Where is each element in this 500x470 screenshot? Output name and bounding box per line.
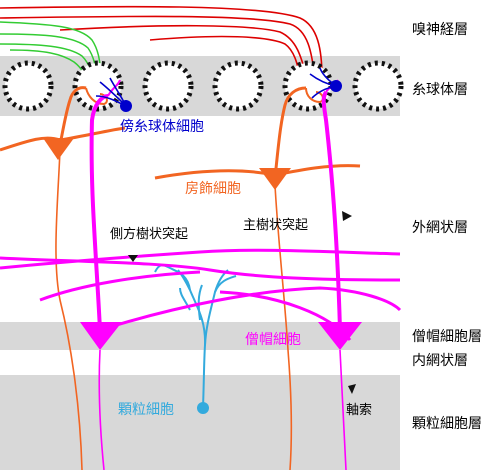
tufted-cell-body-1 xyxy=(43,138,74,160)
primary-dendrite-arrow xyxy=(342,211,352,221)
granule-cell-body xyxy=(197,402,209,414)
label-periglomerular-cell: 傍糸球体細胞 xyxy=(120,118,204,135)
label-olfactory-nerve-layer: 嗅神経層 xyxy=(412,22,468,38)
mitral-cell-body-2 xyxy=(318,322,362,350)
tufted-cell-body-2 xyxy=(259,168,291,190)
lateral-dendrite-arrow xyxy=(128,255,138,262)
label-tufted-cell: 房飾細胞 xyxy=(185,181,241,197)
label-granule-cell-layer: 顆粒細胞層 xyxy=(412,416,482,432)
label-mitral-cell: 僧帽細胞 xyxy=(245,332,301,348)
glomeruli xyxy=(2,60,404,112)
label-glomerular-layer: 糸球体層 xyxy=(412,82,468,98)
tufted-cell-axons xyxy=(55,149,293,470)
periglomerular-cell-body-1 xyxy=(120,100,132,112)
glomerulus-1 xyxy=(2,60,54,112)
label-mitral-cell-layer: 僧帽細胞層 xyxy=(412,329,482,345)
mitral-cell-body-1 xyxy=(80,322,122,350)
label-internal-plexiform-layer: 内網状層 xyxy=(412,353,468,369)
pointer-arrows xyxy=(128,211,356,394)
label-axon: 軸索 xyxy=(346,403,372,418)
granule-cell-layer-band xyxy=(0,375,400,470)
mitral-primary-dendrites xyxy=(89,90,342,331)
granule-cell xyxy=(154,264,237,409)
axon-arrow xyxy=(348,384,356,394)
glomerulus-2 xyxy=(72,60,124,112)
glomerulus-3 xyxy=(142,60,194,112)
label-external-plexiform-layer: 外網状層 xyxy=(412,220,468,236)
mitral-axons xyxy=(98,349,347,470)
glomerulus-6 xyxy=(352,60,404,112)
periglomerular-cell-body-2 xyxy=(330,80,342,92)
label-granule-cell: 顆粒細胞 xyxy=(118,402,174,418)
glomerulus-4 xyxy=(212,60,264,112)
label-primary-dendrite: 主樹状突起 xyxy=(243,217,308,233)
label-lateral-dendrite: 側方樹状突起 xyxy=(110,226,188,242)
